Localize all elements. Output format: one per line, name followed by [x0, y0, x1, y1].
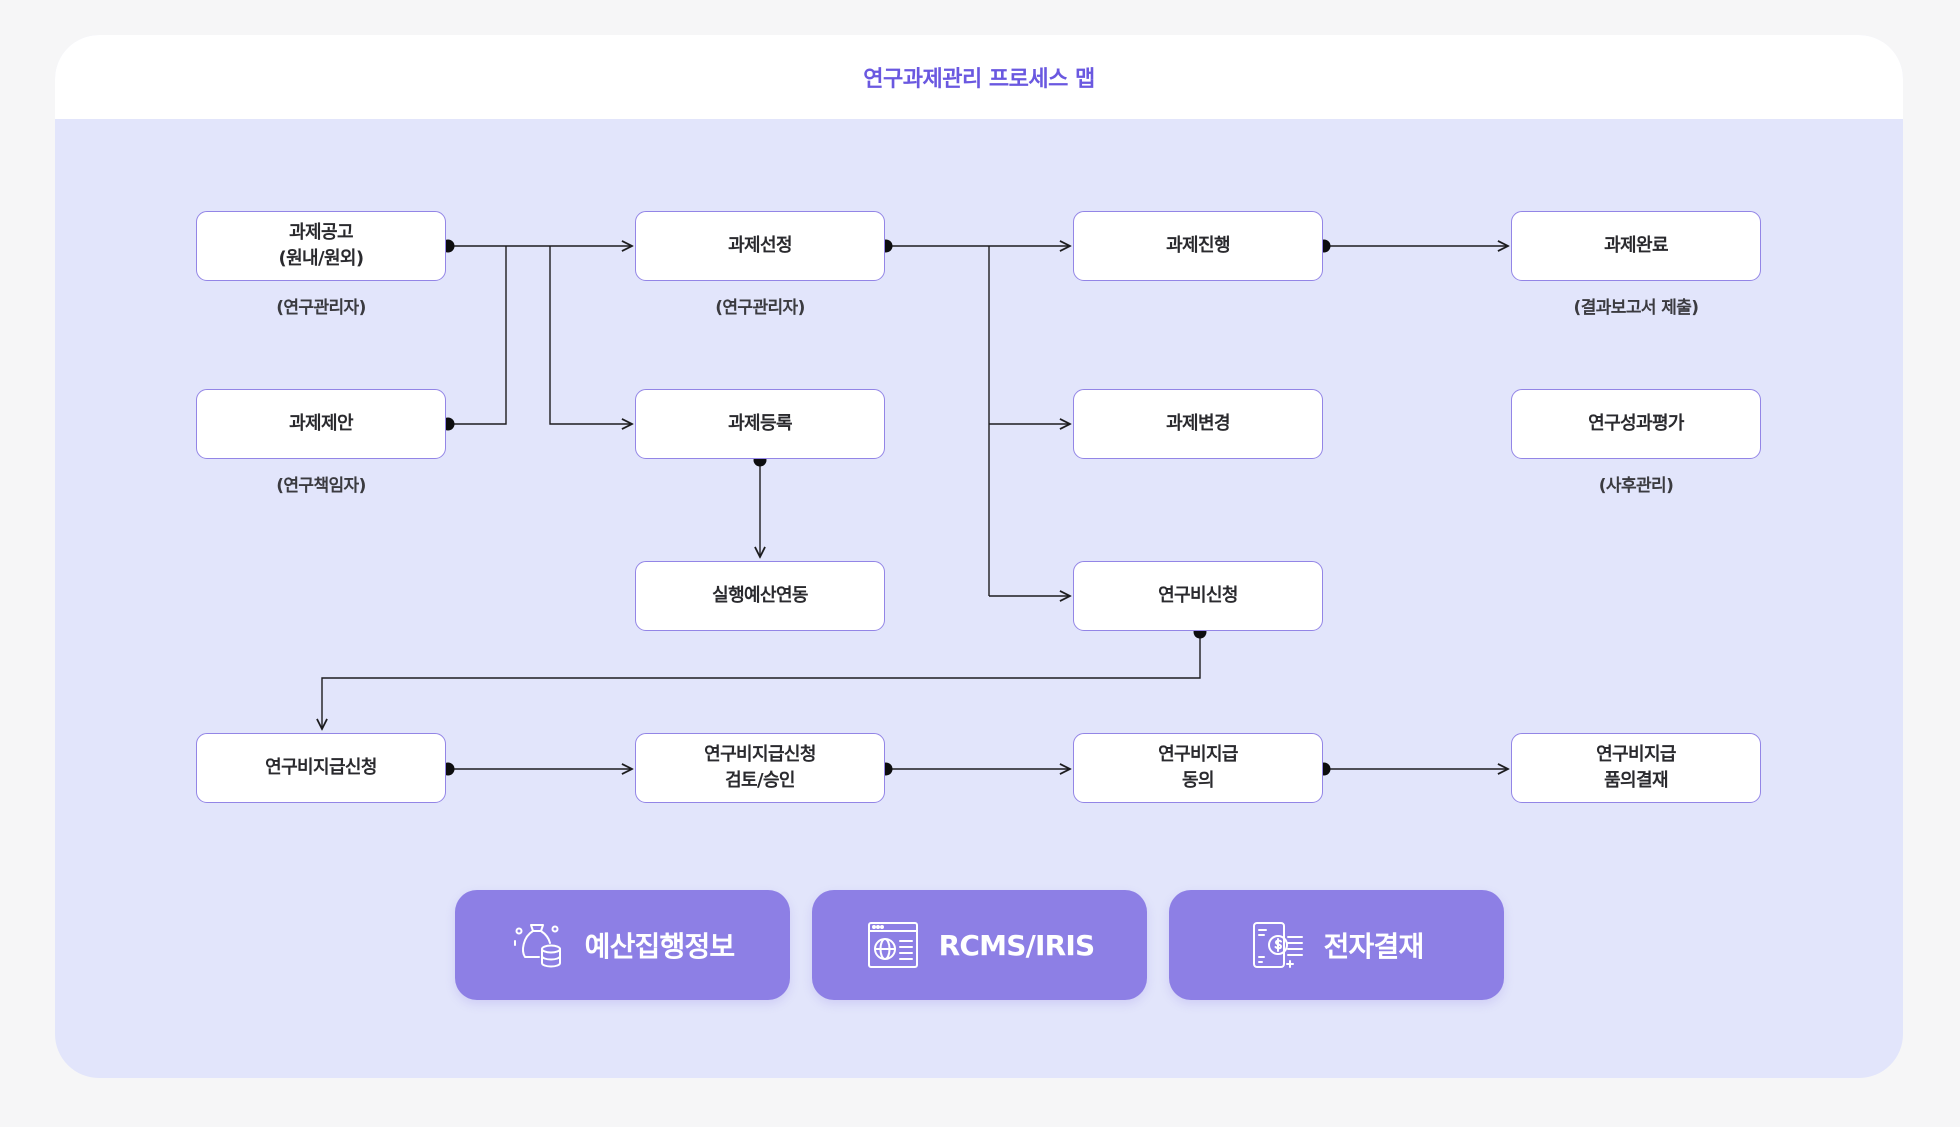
rcms-iris-label: RCMS/IRIS — [938, 928, 1096, 962]
node-label: 과제선정 — [728, 235, 792, 256]
node-project-completion[interactable]: 과제완료 — [1511, 211, 1761, 281]
connector-branch-register — [549, 246, 632, 424]
web-browser-icon — [867, 922, 918, 968]
node-sublabel: 검토/승인 — [725, 770, 795, 791]
card-header: 연구과제관리 프로세스 맵 — [55, 35, 1903, 119]
budget-info-button[interactable]: 예산집행정보 — [455, 890, 790, 1000]
budget-info-label: 예산집행정보 — [584, 930, 736, 963]
node-label: 연구비지급 — [1596, 744, 1676, 765]
connector-propose-merge — [448, 246, 507, 425]
node-sublabel: 동의 — [1182, 770, 1215, 791]
node-sublabel: 품의결재 — [1604, 770, 1668, 791]
node-payment-agreement[interactable]: 연구비지급 동의 — [1073, 733, 1323, 803]
node-research-evaluation[interactable]: 연구성과평가 — [1511, 389, 1761, 459]
node-label: 과제완료 — [1604, 235, 1668, 256]
caption-propose: (연구책임자) — [276, 476, 366, 496]
caption-select: (연구관리자) — [715, 298, 805, 318]
node-project-progress[interactable]: 과제진행 — [1073, 211, 1323, 281]
node-sublabel: (원내/원외) — [278, 248, 364, 269]
node-label: 실행예산연동 — [712, 585, 808, 606]
node-budget-link[interactable]: 실행예산연동 — [635, 561, 885, 631]
electronic-approval-label: 전자결재 — [1323, 930, 1425, 963]
payment-document-icon — [1252, 922, 1303, 968]
node-project-registration[interactable]: 과제등록 — [635, 389, 885, 459]
rcms-iris-button[interactable]: RCMS/IRIS — [812, 890, 1147, 1000]
node-project-selection[interactable]: 과제선정 — [635, 211, 885, 281]
node-label: 과제등록 — [728, 413, 792, 434]
electronic-approval-button[interactable]: 전자결재 — [1169, 890, 1504, 1000]
node-label: 연구비지급신청 — [265, 757, 377, 778]
caption-evaluate: (사후관리) — [1598, 476, 1674, 496]
node-payment-approval[interactable]: 연구비지급 품의결재 — [1511, 733, 1761, 803]
node-label: 과제공고 — [289, 222, 353, 243]
node-label: 과제제안 — [289, 413, 353, 434]
node-project-change[interactable]: 과제변경 — [1073, 389, 1323, 459]
node-label: 연구비지급신청 — [704, 744, 816, 765]
node-project-proposal[interactable]: 과제제안 — [196, 389, 446, 459]
node-label: 연구비지급 — [1158, 744, 1238, 765]
node-label: 연구성과평가 — [1588, 413, 1684, 434]
node-label: 연구비신청 — [1158, 585, 1238, 606]
node-payment-request[interactable]: 연구비지급신청 — [196, 733, 446, 803]
node-payment-review[interactable]: 연구비지급신청 검토/승인 — [635, 733, 885, 803]
connector-apply-payrequest — [322, 632, 1201, 729]
caption-complete: (결과보고서 제출) — [1573, 298, 1700, 318]
node-label: 과제진행 — [1166, 235, 1230, 256]
node-label: 과제변경 — [1166, 413, 1230, 434]
node-project-announcement[interactable]: 과제공고 (원내/원외) — [196, 211, 446, 281]
caption-announce: (연구관리자) — [276, 298, 366, 318]
page-title: 연구과제관리 프로세스 맵 — [863, 67, 1095, 92]
node-fund-application[interactable]: 연구비신청 — [1073, 561, 1323, 631]
budget-database-icon — [513, 924, 561, 968]
